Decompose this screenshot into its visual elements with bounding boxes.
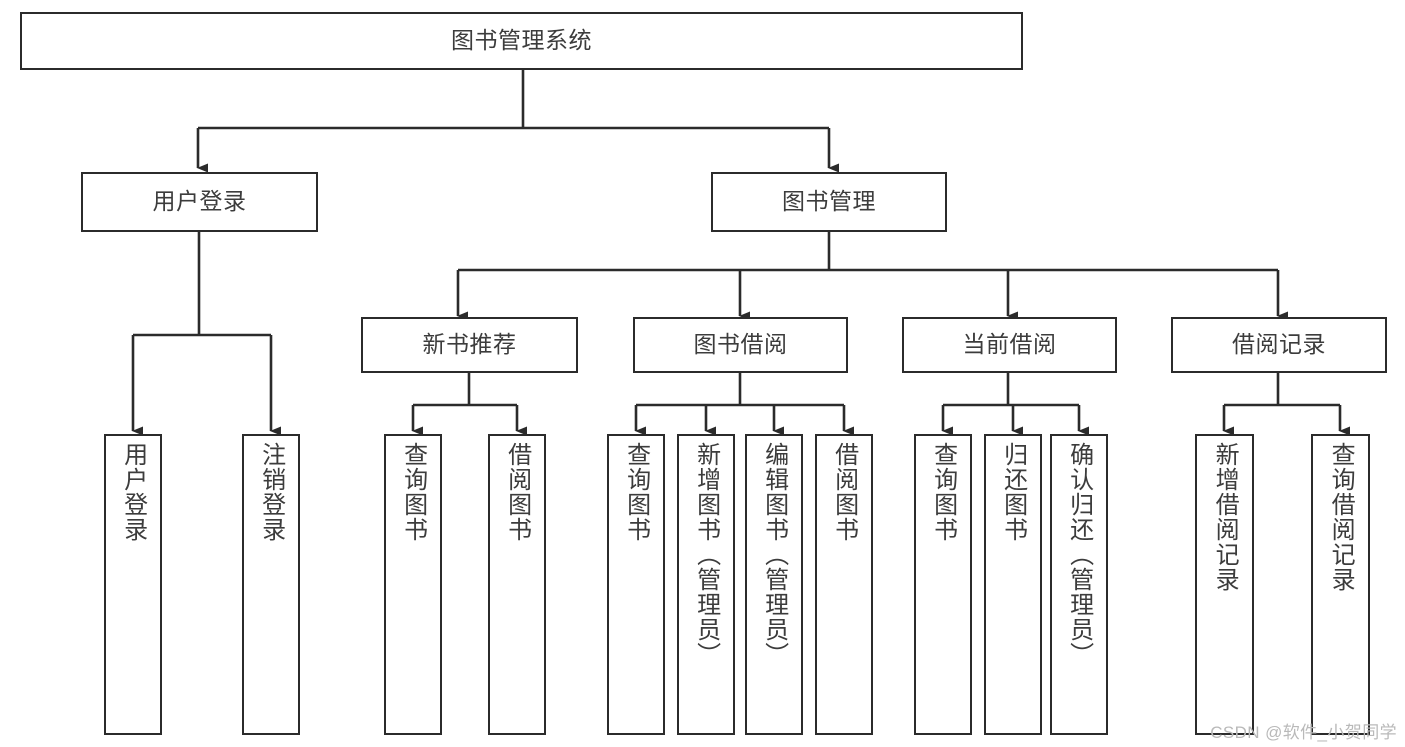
leaf-query-book-3[interactable]: 查询图书 [914,434,972,735]
leaf-query-borrow-record[interactable]: 查询借阅记录 [1311,434,1370,735]
leaf-query-book-3-label: 查询图书 [929,442,957,542]
node-new-book-recommend[interactable]: 新书推荐 [361,317,578,373]
leaf-borrow-book-2-label: 借阅图书 [830,442,858,542]
leaf-edit-book-label: 编辑图书（管理员） [760,442,788,667]
node-book-management[interactable]: 图书管理 [711,172,947,232]
node-user-login-label: 用户登录 [152,188,247,215]
leaf-add-borrow-record-label: 新增借阅记录 [1211,442,1239,592]
leaf-return-book[interactable]: 归还图书 [984,434,1042,735]
node-new-book-recommend-label: 新书推荐 [422,331,517,358]
leaf-add-borrow-record[interactable]: 新增借阅记录 [1195,434,1254,735]
leaf-logout-login-label: 注销登录 [257,442,285,542]
leaf-query-book-2[interactable]: 查询图书 [607,434,665,735]
node-book-management-label: 图书管理 [782,188,876,215]
leaf-borrow-book-1[interactable]: 借阅图书 [488,434,546,735]
leaf-borrow-book-1-label: 借阅图书 [503,442,531,542]
leaf-query-book-1-label: 查询图书 [399,442,427,542]
node-current-borrow[interactable]: 当前借阅 [902,317,1117,373]
leaf-confirm-return[interactable]: 确认归还（管理员） [1050,434,1108,735]
leaf-logout-login[interactable]: 注销登录 [242,434,300,735]
node-borrow-record-label: 借阅记录 [1232,331,1326,358]
leaf-return-book-label: 归还图书 [999,442,1027,542]
node-user-login[interactable]: 用户登录 [81,172,318,232]
leaf-query-book-2-label: 查询图书 [622,442,650,542]
node-borrow-record[interactable]: 借阅记录 [1171,317,1387,373]
node-book-borrow[interactable]: 图书借阅 [633,317,848,373]
leaf-query-book-1[interactable]: 查询图书 [384,434,442,735]
node-root-label: 图书管理系统 [451,27,592,54]
leaf-confirm-return-label: 确认归还（管理员） [1065,442,1093,667]
leaf-add-book[interactable]: 新增图书（管理员） [677,434,735,735]
leaf-user-login-label: 用户登录 [119,442,147,542]
leaf-query-borrow-record-label: 查询借阅记录 [1327,442,1355,592]
node-root[interactable]: 图书管理系统 [20,12,1023,70]
node-current-borrow-label: 当前借阅 [962,331,1057,358]
leaf-add-book-label: 新增图书（管理员） [692,442,720,667]
leaf-edit-book[interactable]: 编辑图书（管理员） [745,434,803,735]
csdn-watermark: CSDN @软件_小贺同学 [1210,723,1397,742]
node-book-borrow-label: 图书借阅 [693,331,788,358]
leaf-user-login[interactable]: 用户登录 [104,434,162,735]
leaf-borrow-book-2[interactable]: 借阅图书 [815,434,873,735]
